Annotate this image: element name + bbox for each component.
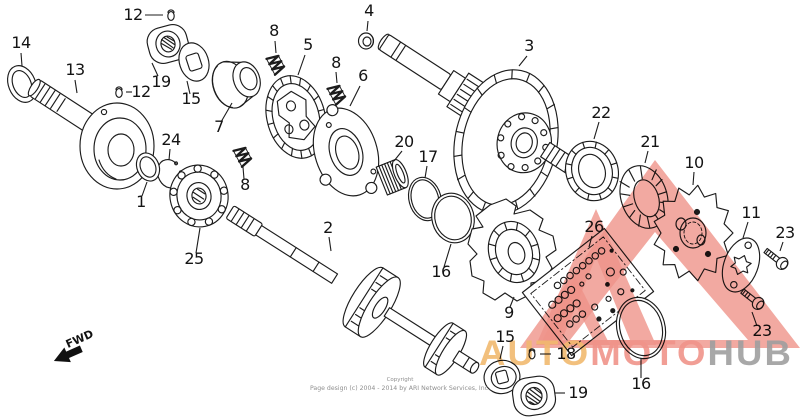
part-4-bushing [357,32,375,50]
watermark-triangle-large [520,160,800,348]
part-2-countershaft [226,205,480,376]
part-25-ball-bearing [169,164,229,228]
part-callout-22-22[interactable]: 22 [591,103,611,122]
callout-leader-15-30 [499,345,504,360]
callout-layer: 1413121915127248125858642017321692221101… [11,1,795,402]
part-20-needle-bearing [375,158,409,196]
callout-leader-1-9 [141,181,148,197]
part-15-washer-lower [483,359,521,395]
callout-leader-10-24 [692,171,695,186]
dowel-pin-glyph [167,9,175,21]
part-callout-8-8[interactable]: 8 [240,175,251,194]
part-callout-14-0[interactable]: 14 [11,33,31,52]
callout-leader-20-16 [393,150,403,162]
watermark-triangle-small [540,276,610,345]
part-23-bolt-upper [763,247,789,270]
wordmark-auto: AUTO [479,334,590,373]
callout-leader-4-15 [366,20,369,32]
callout-leader-17-17 [424,165,428,179]
part-callout-18-31[interactable]: 18 [556,344,576,363]
callout-leader-19-3 [151,62,159,77]
callout-leader-21-23 [644,150,649,164]
callout-leader-7-6 [220,102,233,123]
part-8-spring [232,146,253,168]
part-callout-4-15[interactable]: 4 [364,1,375,20]
part-callout-20-16[interactable]: 20 [394,132,414,151]
part-8-spring [265,54,286,76]
callout-leader-11-25 [742,221,749,239]
part-callout-21-23[interactable]: 21 [640,132,660,151]
callout-leader-14-0 [20,52,23,67]
callout-leader-16-20 [443,243,452,268]
part-callout-10-24[interactable]: 10 [684,153,704,172]
copyright-line1: Copyright [387,377,415,383]
part-7-collar [211,60,261,109]
part-callout-9-21[interactable]: 9 [504,303,515,322]
part-16-oring-upper [431,192,475,244]
wordmark-hub: HUB [708,334,793,373]
callout-leader-3-18 [518,55,528,67]
dowel-pin-glyph [528,348,536,360]
part-1-washer [135,152,161,182]
part-19-bearing-top [146,24,190,64]
part-callout-8-11[interactable]: 8 [269,21,280,40]
part-callout-15-4[interactable]: 15 [181,89,201,108]
part-19-bearing-lower [511,375,557,417]
part-callout-13-1[interactable]: 13 [65,60,85,79]
part-8-spring [326,84,347,106]
callout-leader-8-11 [274,40,277,54]
part-callout-7-6[interactable]: 7 [214,117,224,136]
part-callout-15-30[interactable]: 15 [495,327,515,346]
part-callout-1-9[interactable]: 1 [136,192,146,211]
part-callout-12-2[interactable]: 12 [123,5,143,24]
callout-leader-5-12 [297,54,306,76]
callout-leader-13-1 [74,79,78,94]
dowel-pin-glyph [115,86,123,98]
part-callout-19-32[interactable]: 19 [568,383,588,402]
wordmark-moto: MOTO [590,334,707,373]
callout-leader-8-8 [242,166,245,180]
callout-leader-2-19 [328,236,332,252]
part-callout-24-7[interactable]: 24 [161,130,181,149]
part-callout-3-18[interactable]: 3 [524,36,534,55]
part-callout-2-19[interactable]: 2 [323,218,333,237]
callout-leader-22-22 [593,121,600,140]
callout-leader-6-14 [349,85,361,107]
callout-leader-8-13 [335,71,338,84]
part-22-bearing-retainer [565,140,619,202]
part-15-washer-top [178,42,210,82]
part-callout-12-5[interactable]: 12 [131,82,151,101]
callout-leader-9-21 [509,296,515,308]
part-callout-11-25[interactable]: 11 [741,203,761,222]
part-callout-19-3[interactable]: 19 [151,72,171,91]
part-5-gear [265,75,327,159]
part-callout-5-12[interactable]: 5 [303,35,313,54]
copyright-line2: Page design (c) 2004 - 2014 by ARI Netwo… [310,385,490,392]
callout-leader-15-4 [186,80,191,95]
part-callout-8-13[interactable]: 8 [331,53,342,72]
part-callout-17-17[interactable]: 17 [418,147,438,166]
callout-leader-23-26 [779,241,784,252]
part-callout-6-14[interactable]: 6 [358,66,369,85]
part-callout-25-10[interactable]: 25 [184,249,204,268]
callout-leader-24-7 [168,148,171,161]
part-callout-16-29[interactable]: 16 [631,374,651,393]
callout-leader-25-10 [195,227,201,254]
part-13-output-shaft [27,78,155,190]
part-callout-16-20[interactable]: 16 [431,262,451,281]
part-callout-23-26[interactable]: 23 [775,223,795,242]
part-9-final-joint [467,198,557,302]
